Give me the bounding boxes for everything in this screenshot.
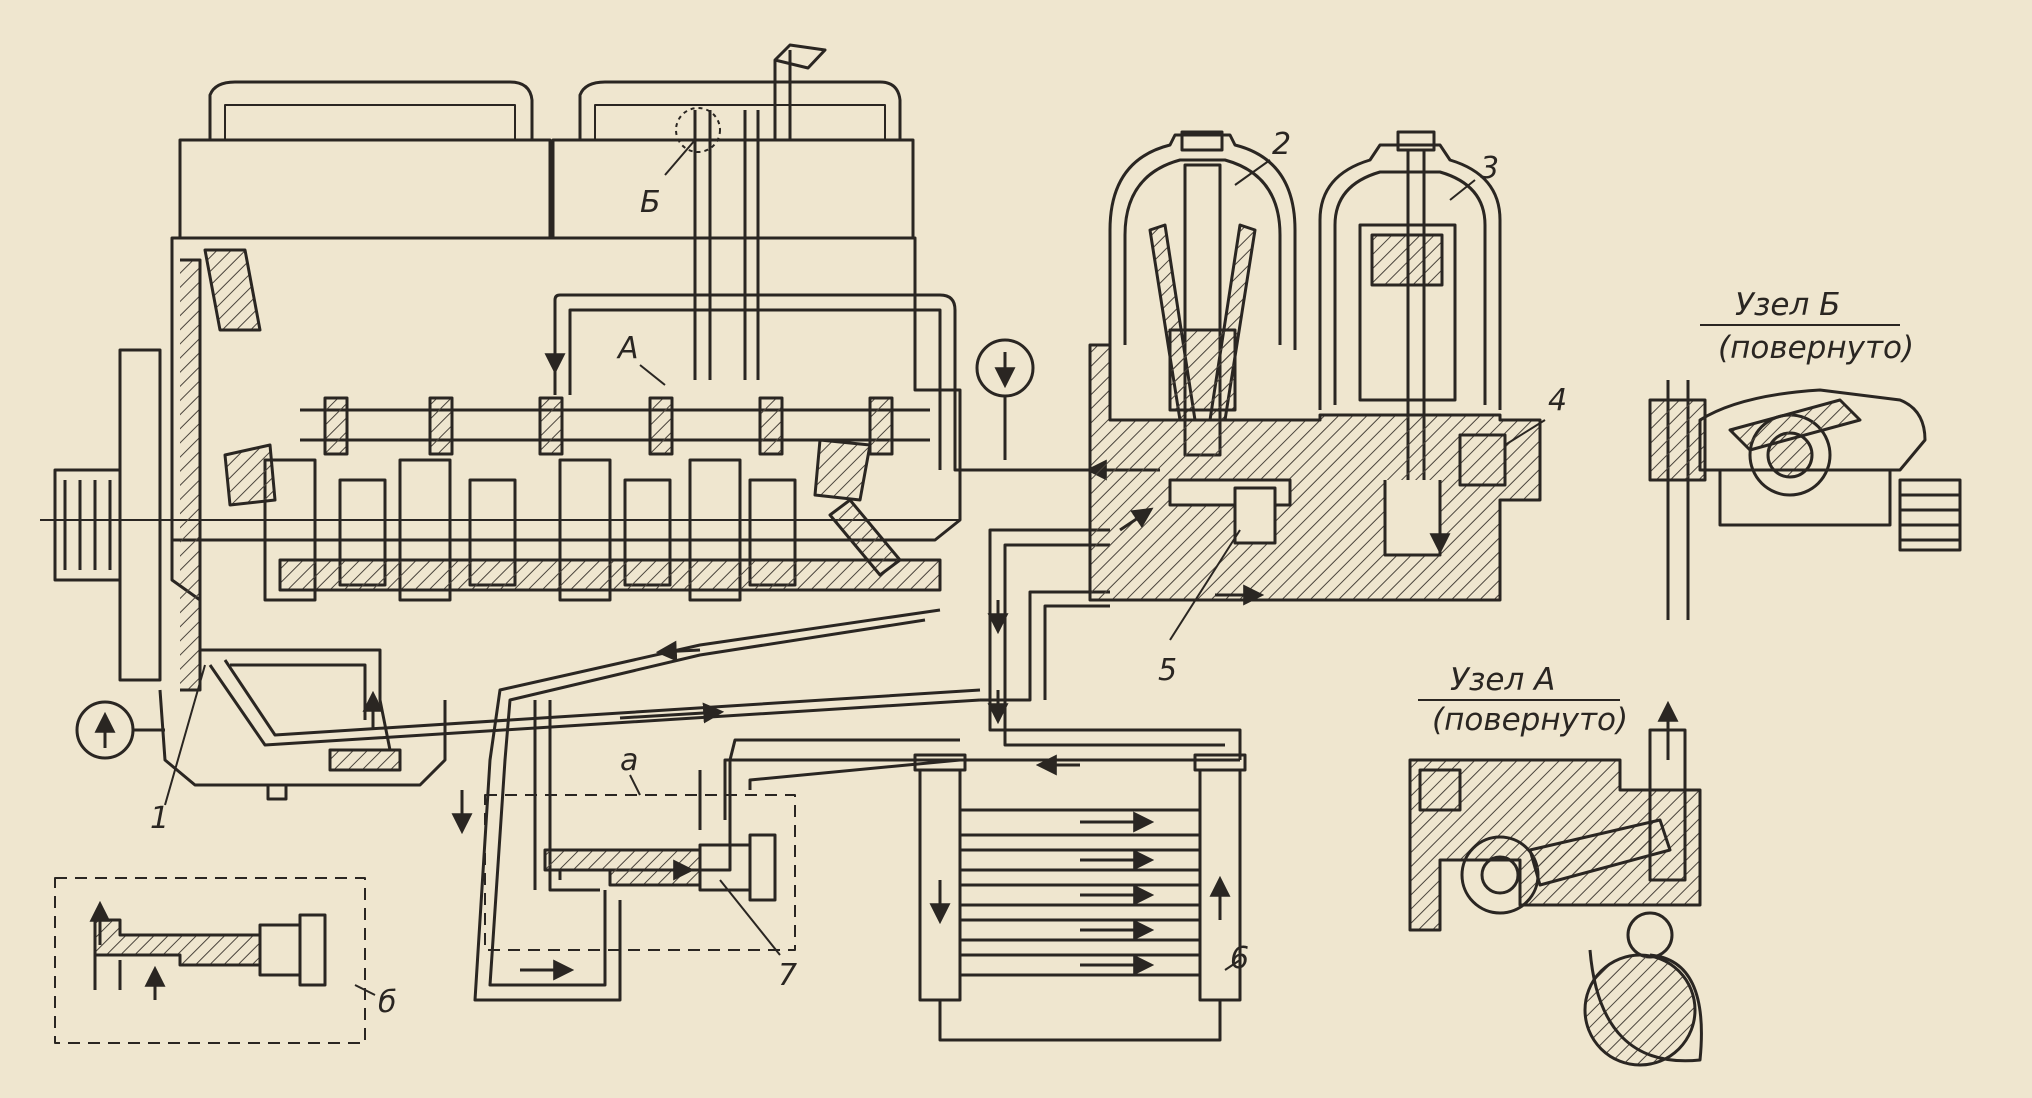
label-5: 5 — [1158, 653, 1177, 688]
label-1: 1 — [150, 801, 169, 836]
label-7: 7 — [778, 958, 797, 993]
detail-a-cam-assembly — [1408, 700, 1703, 1067]
valve-detail-b — [54, 877, 366, 1044]
detail-a-title: Узел А — [1450, 662, 1555, 698]
oil-lines — [200, 293, 1242, 1002]
engine-block — [40, 43, 962, 801]
label-A: А — [616, 331, 639, 366]
pressure-gauge-icon — [975, 338, 1035, 460]
full-flow-filter-3 — [1318, 130, 1502, 490]
callout-lines — [164, 139, 1546, 996]
label-B: Б — [640, 185, 661, 220]
detail-a-subtitle: (повернуто) — [1432, 702, 1628, 738]
detail-b-title: Узел Б — [1735, 287, 1840, 323]
pressure-gauge-icon — [75, 700, 165, 760]
filter-housing-base — [1088, 343, 1542, 606]
label-a: а — [620, 743, 638, 778]
label-3: 3 — [1480, 151, 1499, 186]
label-4: 4 — [1548, 383, 1567, 418]
label-6: 6 — [1230, 941, 1249, 976]
oil-cooler-6 — [913, 753, 1247, 1042]
detail-b-subtitle: (повернуто) — [1718, 330, 1914, 366]
valve-7-detail-a — [484, 794, 796, 951]
label-b: б — [378, 985, 397, 1020]
detail-b-rocker-assembly — [1648, 380, 1962, 620]
label-2: 2 — [1272, 127, 1291, 162]
